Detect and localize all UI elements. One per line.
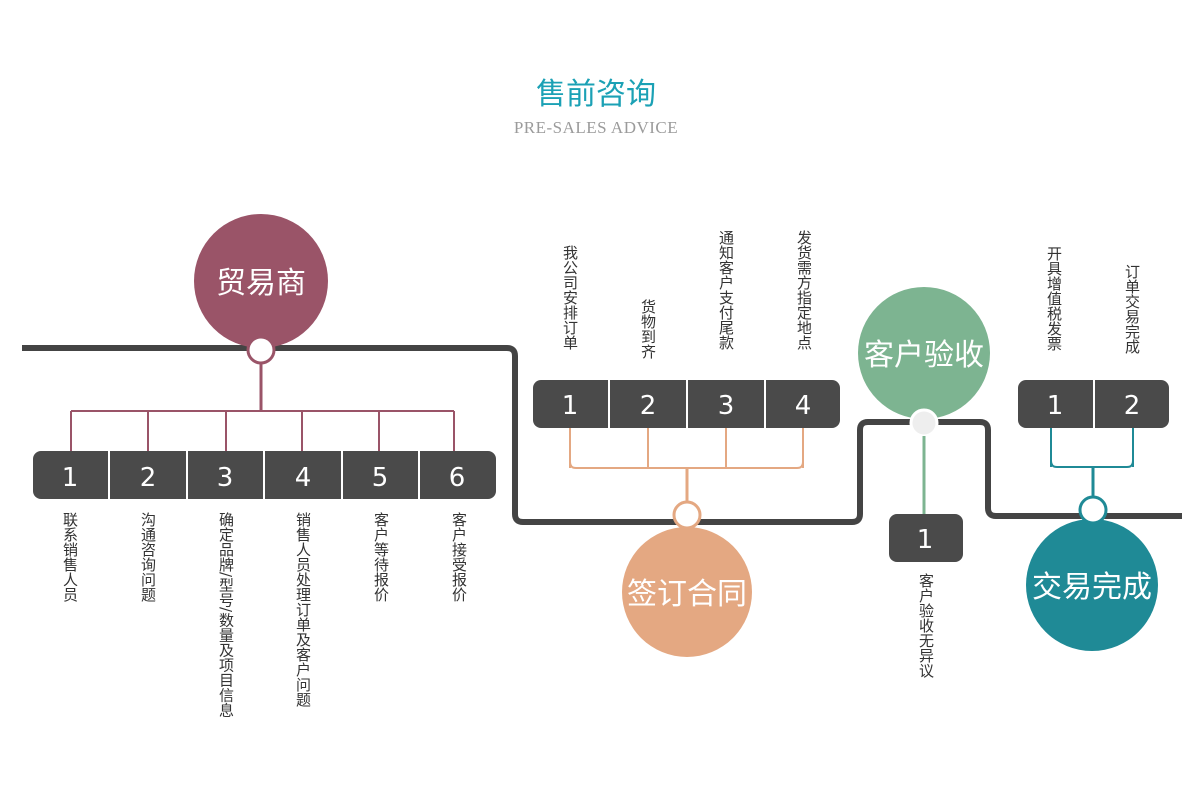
stage-acceptance: 客户验收 1 客户验收无异议 <box>858 287 990 678</box>
stage-contract-node <box>672 500 702 530</box>
trader-step-6-number: 6 <box>449 463 466 493</box>
acceptance-step-1-desc: 客户验收无异议 <box>917 573 935 678</box>
stage-trader: 贸易商 1 2 3 4 5 6 联系销售人员 沟通咨询问题 确定品牌/型号/数量… <box>33 214 496 717</box>
stage-trader-label: 贸易商 <box>216 266 306 301</box>
contract-step-3-desc: 通知客户支付尾款 <box>717 230 735 351</box>
contract-step-2-desc: 货物到齐 <box>639 299 657 359</box>
stage-contract: 我公司安排订单 货物到齐 通知客户支付尾款 发货需方指定地点 1 2 3 4 签… <box>533 230 840 657</box>
contract-step-4-number: 4 <box>795 391 812 421</box>
stage-contract-label: 签订合同 <box>627 577 747 612</box>
complete-step-2-desc: 订单交易完成 <box>1123 264 1141 355</box>
page-title: 售前咨询 <box>536 77 656 112</box>
trader-step-5-desc: 客户等待报价 <box>372 512 390 602</box>
stage-complete-circle <box>1026 519 1158 651</box>
page-subtitle: PRE-SALES ADVICE <box>514 118 678 137</box>
complete-step-1-desc: 开具增值税发票 <box>1045 246 1063 351</box>
trader-step-2-number: 2 <box>140 463 157 493</box>
stage-complete: 开具增值税发票 订单交易完成 1 2 交易完成 <box>1018 246 1169 651</box>
acceptance-step-1-number: 1 <box>917 525 934 555</box>
stage-acceptance-label: 客户验收 <box>864 338 984 373</box>
stage-trader-node <box>246 335 276 365</box>
contract-step-1-number: 1 <box>562 391 579 421</box>
trader-step-4-desc: 销售人员处理订单及客户问题 <box>294 512 312 708</box>
trader-step-3-number: 3 <box>217 463 234 493</box>
contract-step-4-desc: 发货需方指定地点 <box>795 230 813 350</box>
stage-acceptance-node <box>909 408 939 438</box>
trader-step-2-desc: 沟通咨询问题 <box>139 512 157 603</box>
stage-trader-circle <box>194 214 328 348</box>
complete-step-2-number: 2 <box>1124 391 1141 421</box>
trader-step-6-desc: 客户接受报价 <box>450 512 468 602</box>
stage-contract-circle <box>622 527 752 657</box>
contract-step-2-number: 2 <box>640 391 657 421</box>
trader-step-5-number: 5 <box>372 463 389 493</box>
trader-step-3-desc: 确定品牌/型号/数量及项目信息 <box>217 512 235 717</box>
trader-step-1-desc: 联系销售人员 <box>61 512 79 602</box>
contract-step-3-number: 3 <box>718 391 735 421</box>
trader-step-1-number: 1 <box>62 463 79 493</box>
contract-branch-line <box>569 461 804 469</box>
contract-step-1-desc: 我公司安排订单 <box>561 245 579 350</box>
process-track-line <box>22 345 1182 525</box>
complete-branch-line <box>1050 460 1134 468</box>
stage-acceptance-circle <box>858 287 990 419</box>
complete-step-1-number: 1 <box>1047 391 1064 421</box>
trader-step-4-number: 4 <box>295 463 312 493</box>
acceptance-step-bar <box>889 514 963 562</box>
stage-complete-label: 交易完成 <box>1032 570 1152 605</box>
stage-complete-node <box>1078 495 1108 525</box>
